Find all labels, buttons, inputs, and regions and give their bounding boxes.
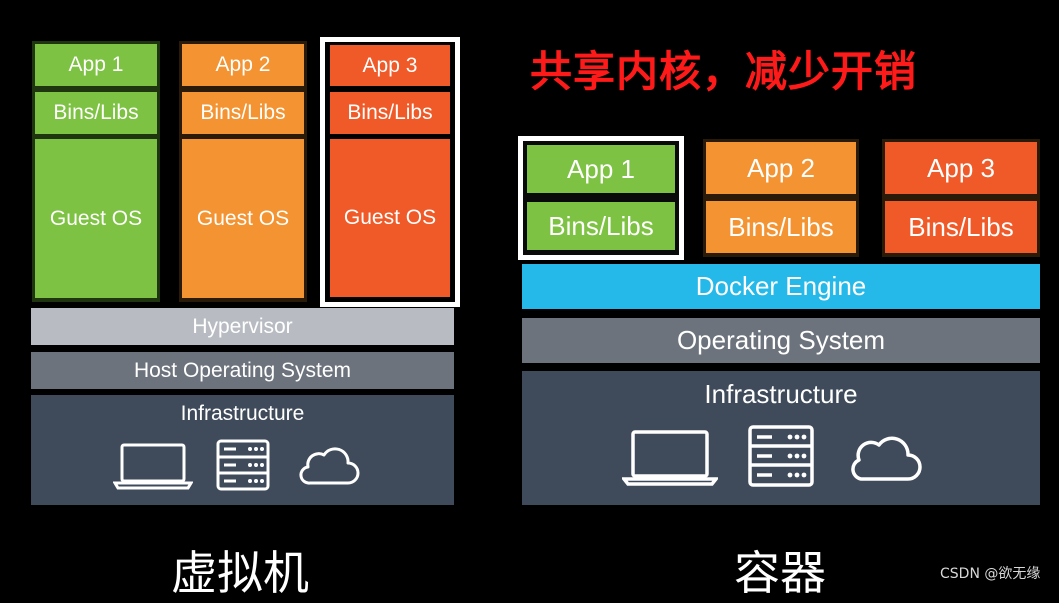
vm-guest-os-3: Guest OS xyxy=(330,139,450,297)
vm-guest-os-2: Guest OS xyxy=(182,139,304,298)
container-headline: 共享内核，减少开销 xyxy=(530,47,918,96)
container-caption: 容器 xyxy=(734,546,826,600)
container-libs-2: Bins/Libs xyxy=(706,201,856,253)
laptop-icon xyxy=(622,429,718,487)
container-libs-1: Bins/Libs xyxy=(527,202,675,250)
server-icon xyxy=(216,439,270,491)
container-infrastructure-label: Infrastructure xyxy=(704,378,858,409)
cloud-icon xyxy=(296,445,360,487)
laptop-icon xyxy=(113,442,193,490)
vm-libs-2: Bins/Libs xyxy=(182,92,304,134)
vm-infrastructure-layer: Infrastructure xyxy=(31,395,454,505)
cloud-icon xyxy=(844,433,924,483)
vm-libs-1: Bins/Libs xyxy=(35,92,157,134)
vm-app-1: App 1 xyxy=(35,44,157,86)
vm-app-2: App 2 xyxy=(182,44,304,86)
vm-infrastructure-label: Infrastructure xyxy=(180,402,305,425)
container-infrastructure-layer: Infrastructure xyxy=(522,371,1040,505)
docker-engine-layer: Docker Engine xyxy=(522,264,1040,309)
vm-libs-3: Bins/Libs xyxy=(330,92,450,134)
watermark: CSDN @欲无缘 xyxy=(940,566,1041,582)
container-app-2: App 2 xyxy=(706,142,856,194)
server-icon xyxy=(748,425,814,487)
container-app-3: App 3 xyxy=(885,142,1037,194)
operating-system-layer: Operating System xyxy=(522,318,1040,363)
host-os-layer: Host Operating System xyxy=(31,352,454,389)
container-libs-3: Bins/Libs xyxy=(885,201,1037,253)
container-app-1: App 1 xyxy=(527,145,675,193)
hypervisor-layer: Hypervisor xyxy=(31,308,454,345)
vm-guest-os-1: Guest OS xyxy=(35,139,157,298)
vm-caption: 虚拟机 xyxy=(171,546,309,600)
vm-app-3: App 3 xyxy=(330,45,450,86)
